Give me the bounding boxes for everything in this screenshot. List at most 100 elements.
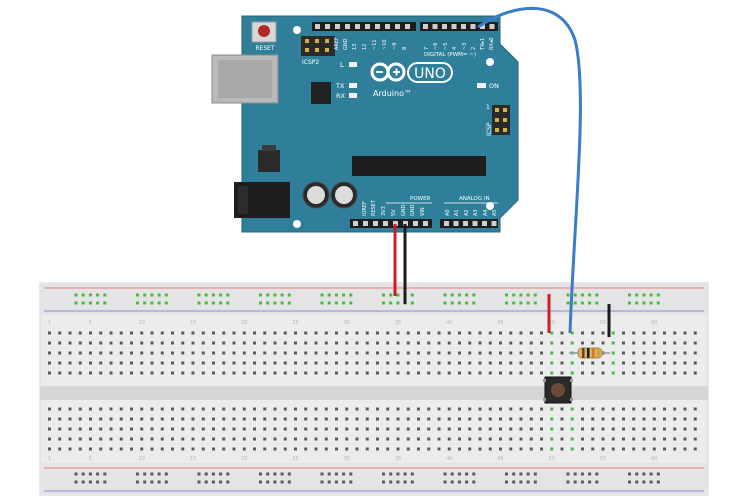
- breadboard-hole: [304, 437, 308, 441]
- breadboard-hole: [119, 371, 123, 375]
- breadboard-hole: [181, 351, 185, 355]
- breadboard-hole: [78, 371, 82, 375]
- power-rail-hole: [266, 480, 270, 484]
- power-rail-hole: [280, 472, 284, 476]
- breadboard-hole: [201, 437, 205, 441]
- header-pin: [325, 24, 330, 29]
- breadboard-hole: [345, 361, 349, 365]
- breadboard-hole: [242, 341, 246, 345]
- breadboard-hole: [130, 427, 133, 431]
- breadboard-hole: [314, 341, 318, 345]
- breadboard-hole: [355, 361, 359, 365]
- breadboard-hole: [488, 407, 492, 411]
- power-rail-hole: [382, 480, 385, 484]
- breadboard-hole: [140, 437, 144, 441]
- power-rail-hole: [74, 472, 78, 476]
- breadboard-hole: [396, 437, 400, 441]
- breadboard-hole: [263, 437, 267, 441]
- power-rail-hole: [580, 301, 584, 305]
- breadboard-hole: [570, 331, 574, 335]
- breadboard-hole: [242, 371, 246, 375]
- breadboard-hole: [601, 371, 605, 375]
- breadboard-hole: [673, 341, 677, 345]
- breadboard-hole: [58, 447, 62, 451]
- power-rail-hole: [573, 293, 577, 297]
- header-pin: [423, 221, 428, 226]
- breadboard-hole: [437, 407, 441, 411]
- power-rail-hole: [573, 472, 577, 476]
- power-rail-hole: [219, 293, 223, 297]
- breadboard-hole: [611, 447, 615, 451]
- power-rail-hole: [649, 301, 653, 305]
- breadboard-hole: [324, 341, 328, 345]
- breadboard-hole: [581, 331, 584, 335]
- breadboard-hole: [693, 371, 697, 375]
- breadboard-hole: [130, 407, 133, 411]
- breadboard-hole: [529, 341, 533, 345]
- breadboard-hole: [529, 371, 533, 375]
- breadboard-hole: [345, 341, 349, 345]
- breadboard-hole: [560, 361, 564, 365]
- breadboard-hole: [601, 427, 605, 431]
- breadboard-hole: [273, 361, 277, 365]
- header-pin: [461, 24, 466, 29]
- breadboard-hole: [468, 407, 472, 411]
- breadboard-hole: [406, 437, 410, 441]
- breadboard-hole: [519, 437, 523, 441]
- pushbutton[interactable]: [543, 376, 573, 404]
- breadboard-hole: [447, 351, 451, 355]
- breadboard-hole: [376, 331, 379, 335]
- breadboard-hole: [478, 371, 482, 375]
- breadboard-hole: [58, 427, 62, 431]
- breadboard-hole: [109, 331, 113, 335]
- breadboard-hole: [468, 427, 472, 431]
- digital-pin-holes: [315, 24, 495, 29]
- breadboard-hole: [78, 447, 82, 451]
- header-pin: [373, 221, 378, 226]
- breadboard-hole: [591, 361, 595, 365]
- breadboard-hole: [570, 447, 574, 451]
- power-rail-hole: [96, 480, 100, 484]
- column-number: 30: [344, 456, 350, 462]
- power-rail-hole: [410, 472, 414, 476]
- breadboard-hole: [663, 427, 666, 431]
- breadboard-hole: [488, 361, 492, 365]
- breadboard-hole: [550, 361, 554, 365]
- infinity-icon: [370, 62, 406, 82]
- breadboard-hole: [263, 417, 267, 421]
- breadboard-hole: [222, 417, 226, 421]
- led-l: [349, 62, 357, 67]
- power-rail-hole: [74, 480, 78, 484]
- breadboard-hole: [78, 417, 82, 421]
- breadboard-hole: [150, 407, 154, 411]
- breadboard-hole: [335, 417, 338, 421]
- breadboard-hole: [652, 361, 656, 365]
- breadboard-hole: [171, 447, 174, 451]
- breadboard-hole: [386, 351, 390, 355]
- power-rail-hole: [287, 301, 291, 305]
- breadboard-hole: [488, 447, 492, 451]
- breadboard-hole: [601, 341, 605, 345]
- breadboard-hole: [529, 361, 533, 365]
- breadboard-hole: [171, 407, 174, 411]
- breadboard-hole: [140, 447, 144, 451]
- breadboard-hole: [294, 407, 297, 411]
- breadboard-hole: [314, 447, 318, 451]
- breadboard-hole: [171, 351, 174, 355]
- analog-pin-label: A1: [454, 209, 460, 216]
- breadboard-hole: [540, 341, 543, 345]
- power-rail-hole: [143, 293, 147, 297]
- power-rail-hole: [389, 293, 393, 297]
- breadboard-hole: [540, 427, 543, 431]
- breadboard-hole: [683, 351, 687, 355]
- breadboard-holes: [48, 293, 697, 484]
- breadboard-hole: [437, 351, 441, 355]
- breadboard-hole: [478, 427, 482, 431]
- power-rail-hole: [389, 301, 393, 305]
- breadboard-hole: [570, 407, 574, 411]
- breadboard-hole: [89, 417, 92, 421]
- power-rail-hole: [342, 480, 346, 484]
- breadboard-hole: [386, 331, 390, 335]
